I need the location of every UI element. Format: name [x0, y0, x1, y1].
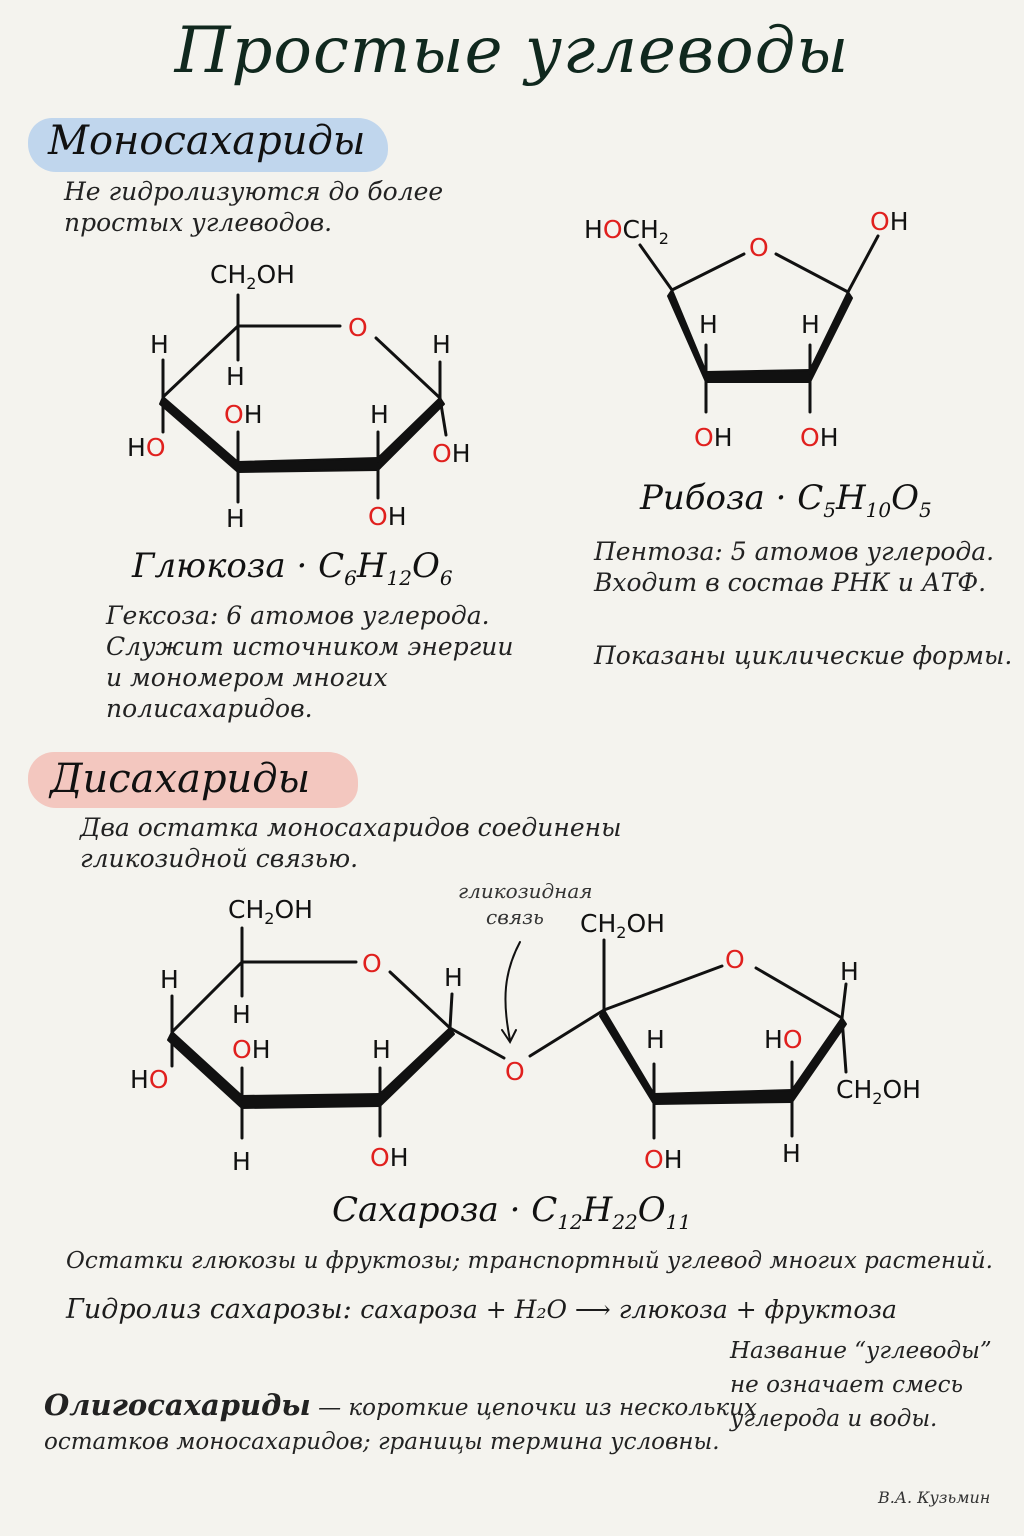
monosaccharides-heading: Моносахариды	[48, 118, 366, 164]
oh-label: OH	[368, 502, 407, 531]
h-label: H	[840, 957, 859, 986]
author-signature: В.А. Кузьмин	[878, 1488, 991, 1507]
page-title: Простые углеводы	[174, 14, 850, 88]
bridge-oxygen: O	[505, 1057, 525, 1086]
oh-label: OH	[370, 1143, 409, 1172]
sucrose-name: Сахароза	[332, 1190, 499, 1230]
h-label: H	[432, 330, 451, 359]
ring-oxygen: O	[348, 313, 368, 342]
ho-label: HO	[127, 433, 166, 462]
sucrose-glucose-ring	[167, 926, 606, 1140]
h-label: H	[370, 400, 389, 429]
h-label: H	[444, 963, 463, 992]
h-label: H	[232, 1147, 251, 1176]
note-line: Пентоза: 5 атомов углерода.	[594, 537, 995, 566]
oh-label: OH	[870, 207, 909, 236]
h-label: H	[160, 965, 179, 994]
h-label: H	[226, 362, 245, 391]
bond-label: связь	[486, 905, 544, 929]
h-label: H	[372, 1035, 391, 1064]
glucose-structure	[159, 293, 448, 504]
note-line: полисахаридов.	[106, 694, 313, 723]
note-line: Входит в состав РНК и АТФ.	[594, 568, 987, 597]
ribose-formula: Рибоза · C5H10O5	[640, 478, 932, 522]
h-label: H	[150, 330, 169, 359]
side-note-line: не означает смесь	[730, 1372, 964, 1398]
hydrolysis-line: Гидролиз сахарозы: сахароза + H₂O ⟶ глюк…	[66, 1294, 897, 1325]
oligosaccharides-text: остатков моносахаридов; границы термина …	[44, 1429, 720, 1455]
hoch2-label: HOCH2	[584, 215, 669, 248]
cyclic-forms-note: Показаны циклические формы.	[594, 641, 1013, 670]
sucrose-formula: Сахароза · C12H22O11	[332, 1190, 692, 1234]
oligosaccharides-text: — короткие цепочки из нескольких	[310, 1395, 757, 1421]
glucose-note: Гексоза: 6 атомов углерода. Служит источ…	[106, 600, 513, 724]
oh-label: OH	[232, 1035, 271, 1064]
definition-line: гликозидной связью.	[80, 844, 359, 873]
h-label: H	[699, 310, 718, 339]
h-label: H	[232, 1000, 251, 1029]
side-note: Название “углеводы” не означает смесь уг…	[730, 1334, 992, 1436]
sucrose-fructose-ring	[599, 938, 848, 1140]
h-label: H	[782, 1139, 801, 1168]
sucrose-note: Остатки глюкозы и фруктозы; транспортный…	[66, 1248, 993, 1274]
bond-arrow	[501, 941, 521, 1044]
disaccharides-definition: Два остатка моносахаридов соединены глик…	[80, 812, 621, 874]
definition-line: Не гидролизуются до более	[64, 177, 444, 206]
glucose-labels: CH2OH O H H H HO OH H OH H OH	[127, 260, 471, 533]
hydrolysis-label: Гидролиз сахарозы:	[66, 1294, 352, 1325]
note-line: Служит источником энергии	[106, 632, 514, 661]
oh-label: OH	[432, 439, 471, 468]
ch2oh-label: CH2OH	[228, 895, 313, 928]
blue-highlight	[28, 118, 388, 172]
ring-oxygen: O	[362, 949, 382, 978]
glucose-formula: Глюкоза · C6H12O6	[132, 546, 453, 590]
ring-oxygen: O	[725, 945, 745, 974]
oh-label: OH	[800, 423, 839, 452]
ch2oh-label: CH2OH	[836, 1075, 921, 1108]
side-note-line: Название “углеводы”	[730, 1338, 992, 1364]
ring-oxygen: O	[749, 233, 769, 262]
h-label: H	[646, 1025, 665, 1054]
ho-label: HO	[130, 1065, 169, 1094]
side-note-line: углерода и воды.	[730, 1406, 938, 1432]
oligosaccharides-term: Олигосахариды	[44, 1388, 311, 1422]
oligosaccharides-block: Олигосахариды — короткие цепочки из неск…	[44, 1388, 757, 1459]
oh-label: OH	[224, 400, 263, 429]
hydrolysis-equation: сахароза + H₂O ⟶ глюкоза + фруктоза	[360, 1295, 897, 1324]
definition-line: Два остатка моносахаридов соединены	[80, 813, 622, 842]
h-label: H	[801, 310, 820, 339]
red-highlight	[28, 752, 358, 808]
monosaccharides-definition: Не гидролизуются до более простых углево…	[64, 176, 443, 238]
h-label: H	[226, 504, 245, 533]
sucrose-labels: CH2OH O H H H HO OH H H OH O гликозидная…	[130, 879, 921, 1176]
ho-label: HO	[764, 1025, 803, 1054]
glucose-name: Глюкоза	[132, 546, 286, 586]
oh-label: OH	[644, 1145, 683, 1174]
note-line: и мономером многих	[106, 663, 388, 692]
oh-label: OH	[694, 423, 733, 452]
ribose-structure	[638, 234, 880, 414]
ribose-note: Пентоза: 5 атомов углерода. Входит в сос…	[594, 536, 994, 598]
disaccharides-heading: Дисахариды	[50, 756, 311, 802]
ch2oh-label: CH2OH	[210, 260, 295, 293]
ribose-name: Рибоза	[640, 478, 765, 518]
ch2oh-label: CH2OH	[580, 909, 665, 942]
note-line: Гексоза: 6 атомов углерода.	[106, 601, 490, 630]
definition-line: простых углеводов.	[64, 208, 333, 237]
ribose-labels: HOCH2 O OH H H OH OH	[584, 207, 909, 452]
bond-label: гликозидная	[458, 879, 593, 903]
